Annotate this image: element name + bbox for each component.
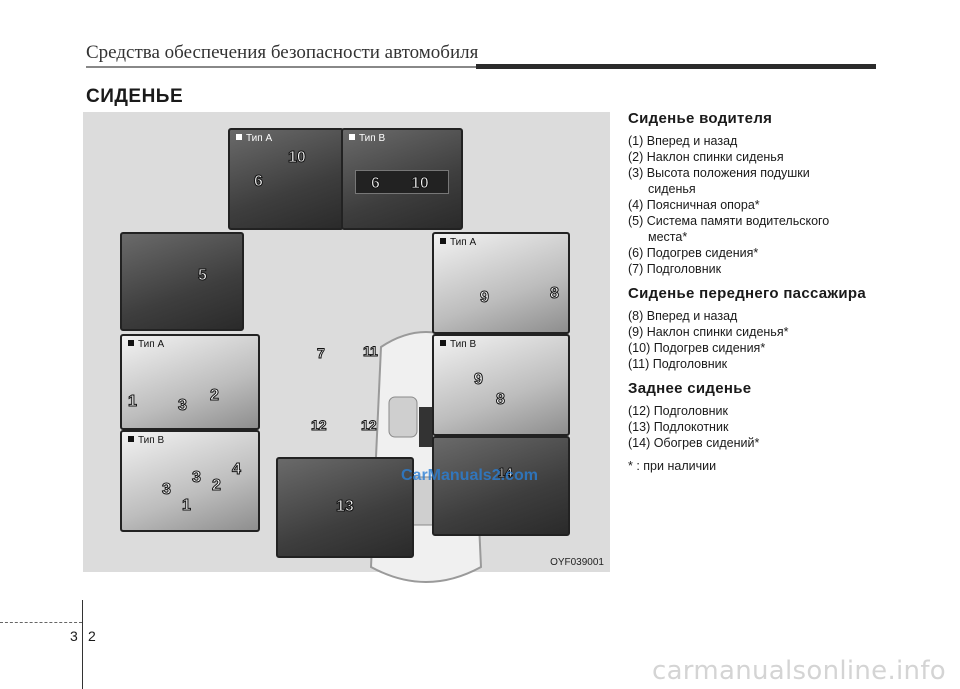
list-item: (8) Вперед и назад — [628, 309, 738, 323]
num-3: 3 — [192, 469, 202, 486]
type-a-label: Тип A — [236, 133, 272, 144]
site-watermark: carmanualsonline.info — [651, 656, 946, 686]
list-item: (1) Вперед и назад — [628, 134, 738, 148]
driver-title: Сиденье водителя — [628, 110, 773, 127]
list-item: (6) Подогрев сидения* — [628, 246, 759, 260]
num-1: 1 — [182, 497, 192, 514]
type-b-label: Тип B — [440, 339, 476, 350]
list-item: (9) Наклон спинки сиденья* — [628, 325, 789, 339]
list-item: (3) Высота положения подушки — [628, 166, 810, 180]
text-column: Сиденье водителя (1) Вперед и назад (2) … — [628, 110, 928, 473]
panel-memory-buttons: 5 — [120, 232, 244, 331]
footnote: * : при наличии — [628, 459, 717, 473]
num-10: 10 — [411, 175, 430, 192]
list-item: сиденья — [648, 182, 696, 196]
panel-rear-armrest: 13 — [276, 457, 414, 558]
num-1: 1 — [128, 393, 138, 410]
panel-passenger-type-b: Тип B 9 8 — [432, 334, 570, 436]
num-3: 3 — [162, 481, 172, 498]
num-5: 5 — [198, 267, 208, 284]
num-8: 8 — [550, 285, 560, 302]
num-9: 9 — [474, 371, 484, 388]
type-a-label: Тип A — [128, 339, 164, 350]
figure-code: OYF039001 — [550, 557, 604, 568]
type-a-label: Тип A — [440, 237, 476, 248]
seat-figure: Тип A 10 6 Тип B 6 10 5 Тип A 1 3 2 Тип … — [83, 112, 610, 583]
num-4: 4 — [232, 461, 242, 478]
num-9: 9 — [480, 289, 490, 306]
panel-rear-heater-switch: 14 — [432, 436, 570, 536]
passenger-title: Сиденье переднего пассажира — [628, 285, 866, 302]
passenger-group: Сиденье переднего пассажира (8) Вперед и… — [628, 285, 928, 372]
num-3: 3 — [178, 397, 188, 414]
header-title: Средства обеспечения безопасности автомо… — [86, 42, 479, 63]
rear-group: Заднее сиденье (12) Подголовник (13) Под… — [628, 380, 928, 451]
type-b-label: Тип B — [349, 133, 385, 144]
switch-strip — [355, 170, 449, 194]
panel-driver-seat-type-a: Тип A 1 3 2 — [120, 334, 260, 430]
list-item: (2) Наклон спинки сиденья — [628, 150, 784, 164]
list-item: (13) Подлокотник — [628, 420, 729, 434]
footer-dash — [0, 622, 82, 623]
list-item: (5) Система памяти водительского — [628, 214, 830, 228]
num-13: 13 — [336, 498, 355, 515]
num-12: 12 — [361, 417, 378, 433]
panel-passenger-type-a: Тип A 9 8 — [432, 232, 570, 334]
panel-driver-heat-type-b: Тип B 6 10 — [341, 128, 463, 230]
section-title: СИДЕНЬЕ — [86, 86, 184, 107]
footer-vline — [82, 600, 83, 689]
num-10: 10 — [288, 149, 307, 166]
header-rule-thick — [476, 64, 876, 69]
list-item: (14) Обогрев сидений* — [628, 436, 760, 450]
num-8: 8 — [496, 391, 506, 408]
rear-title: Заднее сиденье — [628, 380, 752, 397]
panel-driver-heat-type-a: Тип A 10 6 — [228, 128, 344, 230]
page-number: 2 — [88, 628, 96, 644]
num-2: 2 — [212, 477, 222, 494]
page-chapter: 3 — [70, 628, 78, 644]
list-item: (7) Подголовник — [628, 262, 722, 276]
list-item: (12) Подголовник — [628, 404, 728, 418]
list-item: (4) Поясничная опора* — [628, 198, 760, 212]
num-6: 6 — [371, 175, 381, 192]
header-rule — [86, 66, 476, 68]
num-2: 2 — [210, 387, 220, 404]
list-item: (11) Подголовник — [628, 357, 728, 371]
list-item: (10) Подогрев сидения* — [628, 341, 766, 355]
num-6: 6 — [254, 173, 264, 190]
num-11: 11 — [363, 343, 379, 359]
type-b-label: Тип B — [128, 435, 164, 446]
num-7: 7 — [317, 345, 326, 361]
num-12: 12 — [311, 417, 328, 433]
panel-driver-seat-type-b: Тип B 3 4 3 2 1 — [120, 430, 260, 532]
watermark: CarManuals2.com — [401, 467, 538, 484]
driver-group: Сиденье водителя (1) Вперед и назад (2) … — [628, 110, 928, 277]
list-item: места* — [648, 230, 688, 244]
num-14: 14 — [497, 465, 513, 480]
